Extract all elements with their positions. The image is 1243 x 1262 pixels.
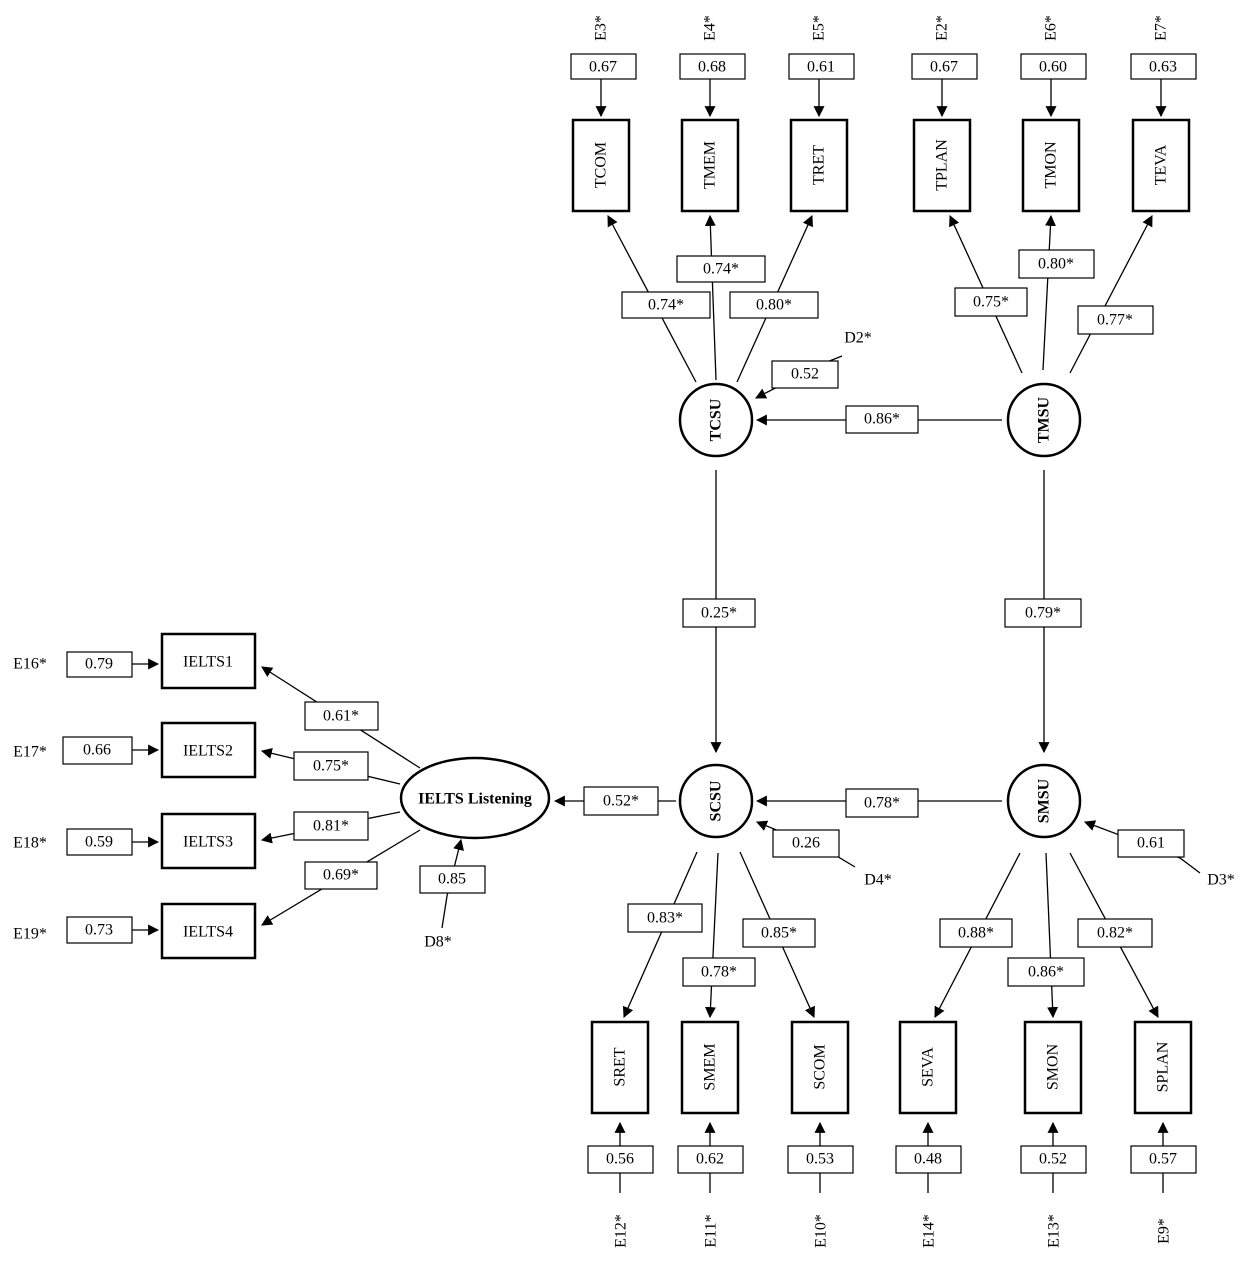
loading-splan: 0.82*	[1097, 925, 1133, 942]
indicator-ielts4: IELTS4	[183, 924, 233, 941]
indicator-sret: SRET	[612, 1047, 629, 1086]
lower-latents: SCSU SMSU IELTS Listening	[399, 756, 1082, 840]
error-value-e7: 0.63	[1149, 59, 1177, 76]
error-value-e11: 0.62	[696, 1151, 724, 1168]
indicator-scom: SCOM	[812, 1044, 829, 1089]
error-value-e18: 0.59	[85, 834, 113, 851]
top-loadings: 0.74* 0.74* 0.80* 0.75* 0.80* 0.77*	[621, 249, 1154, 335]
indicator-smon: SMON	[1045, 1043, 1062, 1090]
error-label-e16: E16*	[13, 656, 47, 673]
loading-tret: 0.80*	[756, 297, 792, 314]
error-value-e16: 0.79	[85, 656, 113, 673]
loading-sret: 0.83*	[647, 910, 683, 927]
error-label-d2: D2*	[844, 330, 872, 347]
error-value-d2: 0.52	[791, 366, 819, 383]
error-label-d8: D8*	[424, 934, 452, 951]
loading-smon: 0.86*	[1028, 964, 1064, 981]
indicator-ielts1: IELTS1	[183, 654, 233, 671]
error-value-e10: 0.53	[806, 1151, 834, 1168]
path-scsu-ielts: 0.52*	[603, 793, 639, 810]
error-value-e4: 0.68	[698, 59, 726, 76]
error-value-e13: 0.52	[1039, 1151, 1067, 1168]
error-label-d4: D4*	[864, 872, 892, 889]
ielts-block: IELTS1 IELTS2 IELTS3 IELTS4 E16* 0.79 E1…	[13, 632, 486, 960]
error-label-e5: E5*	[811, 15, 828, 41]
indicator-splan: SPLAN	[1155, 1041, 1172, 1092]
upper-latents: TCSU TMSU	[678, 382, 1082, 458]
disturbances-lower: 0.26 D4* 0.61 D3*	[772, 829, 1235, 889]
loading-smem: 0.78*	[701, 964, 737, 981]
error-label-e17: E17*	[13, 744, 47, 761]
loading-tmem: 0.74*	[703, 261, 739, 278]
loading-scom: 0.85*	[761, 925, 797, 942]
loading-tplan: 0.75*	[973, 294, 1009, 311]
loading-ielts2: 0.75*	[313, 758, 349, 775]
indicator-ielts3: IELTS3	[183, 834, 233, 851]
loading-tcom: 0.74*	[648, 297, 684, 314]
error-label-e6: E6*	[1043, 15, 1060, 41]
top-indicators: TCOM TMEM TRET TPLAN TMON TEVA	[571, 118, 1191, 213]
bottom-loadings: 0.83* 0.78* 0.85* 0.88* 0.86* 0.82*	[627, 903, 1153, 987]
latent-scsu: SCSU	[708, 780, 725, 821]
error-value-e14: 0.48	[914, 1151, 942, 1168]
loading-ielts1: 0.61*	[323, 708, 359, 725]
loading-teva: 0.77*	[1097, 312, 1133, 329]
indicator-tcom: TCOM	[593, 142, 610, 188]
latent-smsu: SMSU	[1036, 778, 1053, 823]
error-value-e5: 0.61	[807, 59, 835, 76]
loading-seva: 0.88*	[958, 925, 994, 942]
error-value-e12: 0.56	[606, 1151, 634, 1168]
error-label-e18: E18*	[13, 835, 47, 852]
indicator-tplan: TPLAN	[934, 139, 951, 191]
loading-ielts4: 0.69*	[323, 867, 359, 884]
error-value-d8: 0.85	[438, 871, 466, 888]
error-value-e17: 0.66	[83, 742, 111, 759]
indicator-tmem: TMEM	[702, 141, 719, 189]
path-smsu-scsu: 0.78*	[864, 795, 900, 812]
error-label-e19: E19*	[13, 926, 47, 943]
top-errors: E3* 0.67 E4* 0.68 E5* 0.61 E2* 0.67 E6* …	[570, 15, 1197, 80]
error-label-e13: E13*	[1046, 1214, 1063, 1248]
indicator-teva: TEVA	[1153, 144, 1170, 185]
error-value-e2: 0.67	[930, 59, 958, 76]
loading-tmon: 0.80*	[1038, 256, 1074, 273]
disturbance-d2: D2* 0.52	[771, 330, 872, 389]
indicator-tmon: TMON	[1043, 141, 1060, 189]
structural-paths: 0.86* 0.25* 0.79* 0.78* 0.52*	[583, 405, 1082, 818]
error-value-d3: 0.61	[1137, 835, 1165, 852]
path-tcsu-scsu: 0.25*	[701, 605, 737, 622]
path-tmsu-tcsu: 0.86*	[864, 411, 900, 428]
latent-ielts-listening: IELTS Listening	[418, 791, 532, 808]
error-label-e11: E11*	[703, 1214, 720, 1247]
indicator-seva: SEVA	[920, 1047, 937, 1087]
error-label-e3: E3*	[593, 15, 610, 41]
indicator-ielts2: IELTS2	[183, 743, 233, 760]
indicator-tret: TRET	[811, 145, 828, 185]
error-value-e6: 0.60	[1039, 59, 1067, 76]
latent-tcsu: TCSU	[708, 398, 725, 441]
error-label-e2: E2*	[934, 15, 951, 41]
error-value-e9: 0.57	[1149, 1151, 1177, 1168]
latent-tmsu: TMSU	[1036, 396, 1053, 443]
error-label-e7: E7*	[1153, 15, 1170, 41]
error-value-e19: 0.73	[85, 922, 113, 939]
error-value-e3: 0.67	[589, 59, 617, 76]
error-value-d4: 0.26	[792, 835, 820, 852]
bottom-errors: 0.56 E12* 0.62 E11* 0.53 E10* 0.48 E14* …	[587, 1145, 1197, 1248]
error-label-e4: E4*	[702, 15, 719, 41]
loading-ielts3: 0.81*	[313, 818, 349, 835]
error-label-e9: E9*	[1156, 1218, 1173, 1244]
error-label-d3: D3*	[1207, 872, 1235, 889]
indicator-smem: SMEM	[702, 1043, 719, 1090]
error-label-e14: E14*	[921, 1214, 938, 1248]
error-label-e12: E12*	[613, 1214, 630, 1248]
bottom-indicators: SRET SMEM SCOM SEVA SMON SPLAN	[590, 1020, 1193, 1115]
path-tmsu-smsu: 0.79*	[1025, 605, 1061, 622]
error-label-e10: E10*	[813, 1214, 830, 1248]
